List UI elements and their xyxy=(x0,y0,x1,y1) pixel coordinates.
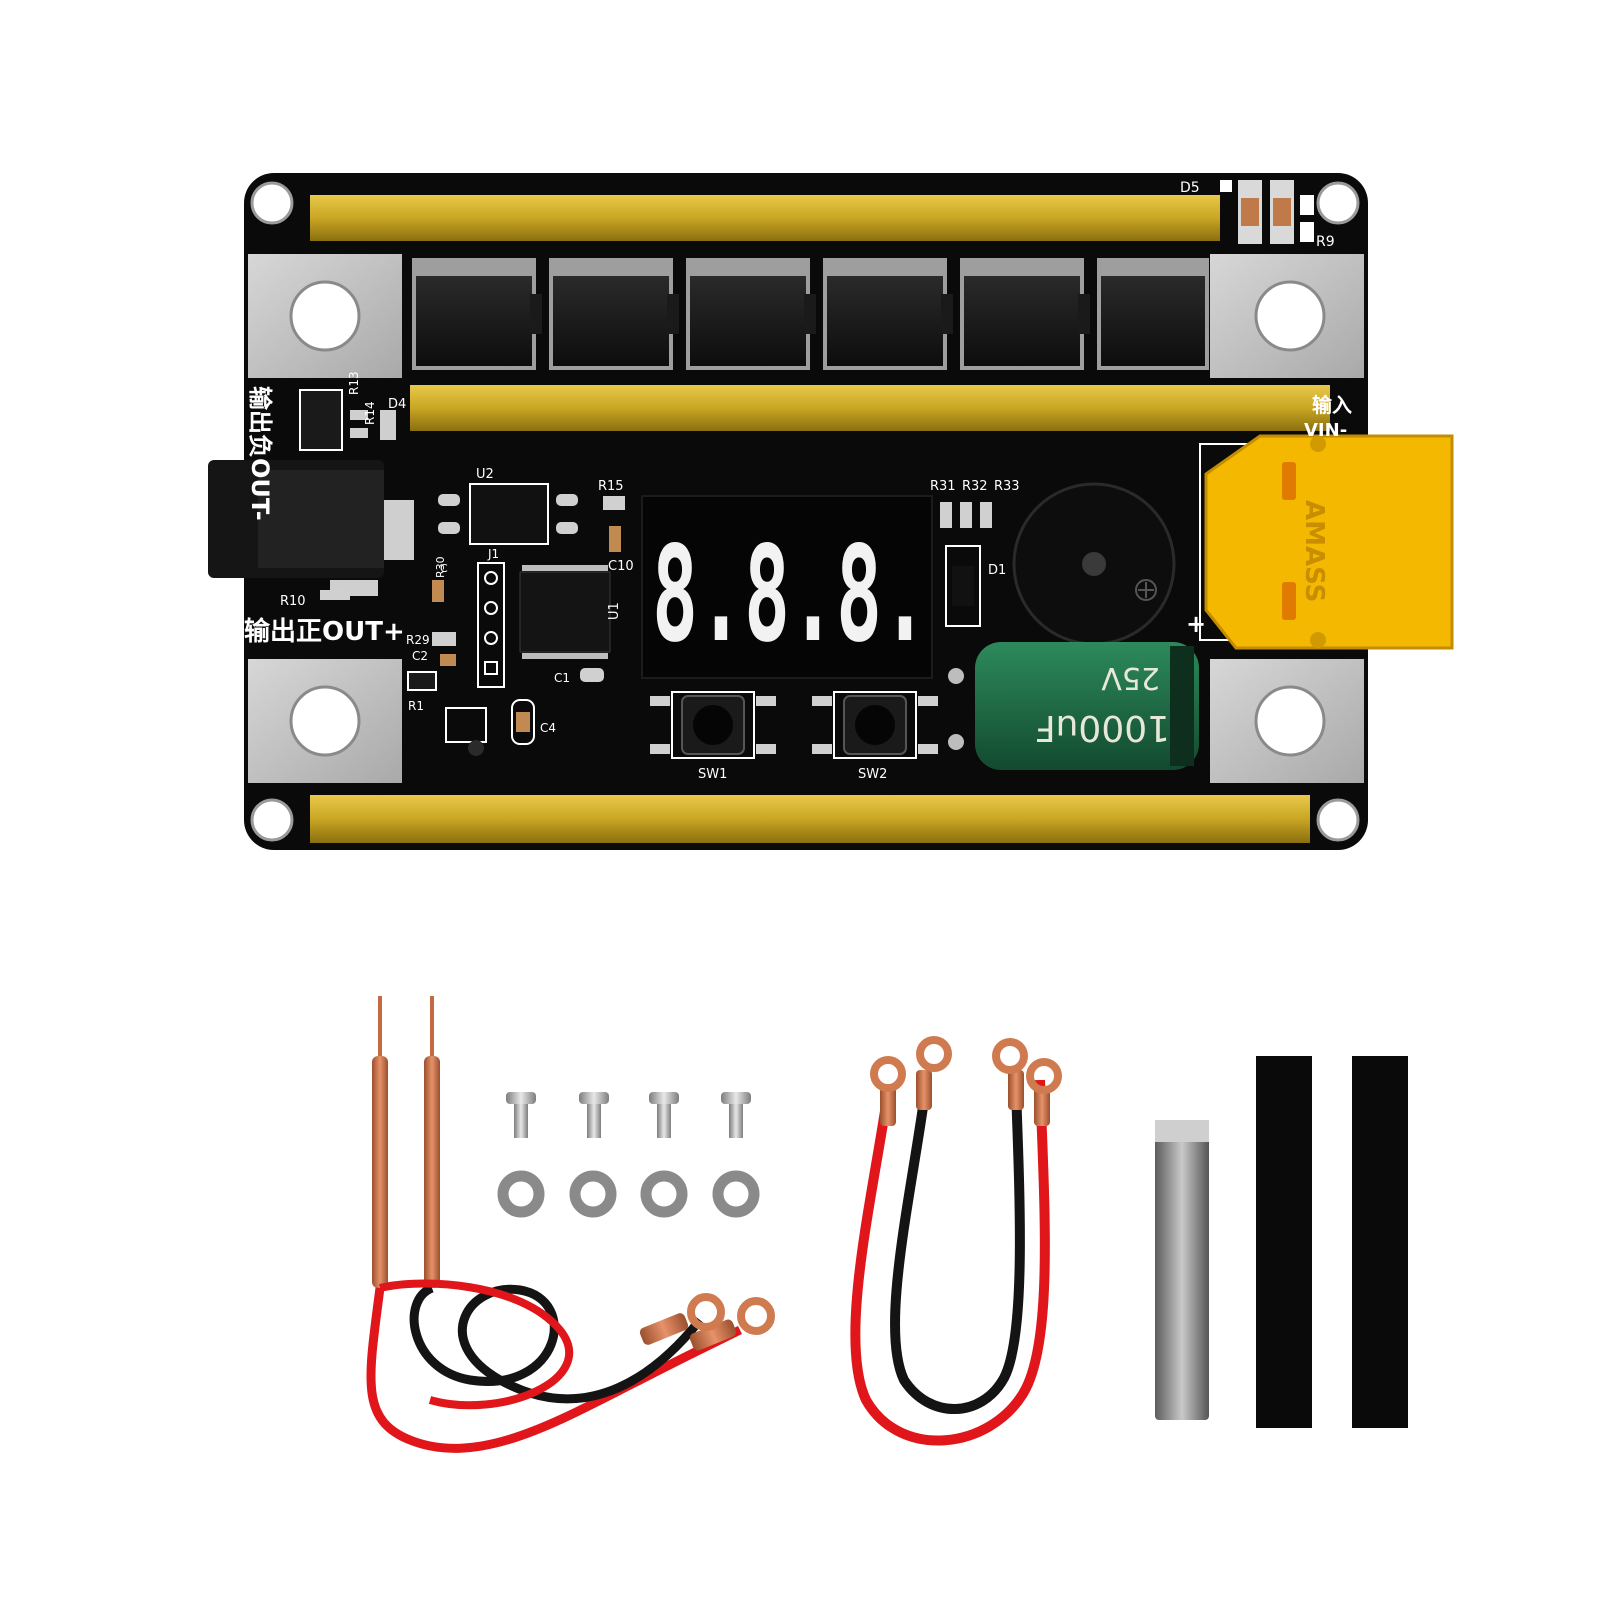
label-out-negative: 输出负OUT- xyxy=(246,386,274,521)
mounting-hole-bottom-right xyxy=(1316,798,1360,842)
label-c2: C2 xyxy=(412,649,428,663)
label-c: C xyxy=(440,562,448,575)
mosfet xyxy=(549,258,679,370)
buzzer xyxy=(1012,482,1176,646)
electrolytic-capacitor: 1000uF 25V xyxy=(975,642,1199,770)
terminal-pad-bottom-right xyxy=(1210,659,1364,783)
label-r31: R31 xyxy=(930,479,956,494)
smd-parts-left-lower xyxy=(320,580,604,756)
screws xyxy=(506,1092,751,1138)
label-u2: U2 xyxy=(476,467,494,482)
label-r13: R13 xyxy=(347,371,361,395)
label-r1: R1 xyxy=(408,699,424,713)
washer xyxy=(569,1170,617,1218)
copper-bar-top xyxy=(310,195,1220,241)
washer xyxy=(712,1170,760,1218)
label-c1: C1 xyxy=(554,671,570,685)
display-readout: 8.8.8. xyxy=(652,518,928,672)
seven-segment-display: 8.8.8. xyxy=(641,495,933,679)
button-sw1[interactable] xyxy=(650,691,776,759)
welding-pen-wires xyxy=(366,996,775,1453)
screw xyxy=(649,1092,679,1138)
battery-cables xyxy=(850,1036,1062,1446)
label-out-positive: 输出正OUT+ xyxy=(244,616,405,647)
screw xyxy=(506,1092,536,1138)
copper-bar-bottom xyxy=(310,795,1310,843)
label-r10: R10 xyxy=(280,594,306,609)
terminal-pad-bottom-left xyxy=(248,659,402,783)
label-sw2: SW2 xyxy=(858,767,887,782)
label-vin-cn: 输入 xyxy=(1312,393,1352,417)
label-u1: U1 xyxy=(607,602,622,620)
dc-barrel-jack xyxy=(208,460,414,596)
washer xyxy=(497,1170,545,1218)
capacitor-c10 xyxy=(609,526,621,552)
washers xyxy=(497,1170,760,1218)
washer xyxy=(640,1170,688,1218)
label-r29: R29 xyxy=(406,633,430,647)
label-r9: R9 xyxy=(1316,234,1335,250)
screw xyxy=(579,1092,609,1138)
label-r33: R33 xyxy=(994,479,1020,494)
label-c4: C4 xyxy=(540,721,556,735)
label-r32: R32 xyxy=(962,479,988,494)
mounting-hole-bottom-left xyxy=(250,798,294,842)
label-vin: VIN- xyxy=(1304,420,1347,441)
chip-u1 xyxy=(519,565,611,659)
label-j1: J1 xyxy=(487,547,499,561)
copper-bar-middle xyxy=(410,385,1330,431)
smd-parts-left xyxy=(299,389,396,451)
cap-rating-voltage: 25V xyxy=(1101,660,1160,695)
mosfet xyxy=(960,258,1090,370)
label-d1: D1 xyxy=(988,563,1006,578)
terminal-pad-top-right xyxy=(1210,254,1364,378)
xt60-connector: AMASS xyxy=(1199,434,1454,650)
button-sw2[interactable] xyxy=(812,691,938,759)
chip-u2 xyxy=(438,483,578,545)
cap-rating-capacitance: 1000uF xyxy=(1035,707,1170,748)
mounting-hole-top-left xyxy=(250,181,294,225)
spot-welder-board: D5 R9 D4 R13 R14 输出负OUT- U2 xyxy=(208,173,1454,850)
connector-brand: AMASS xyxy=(1299,500,1329,602)
label-r15: R15 xyxy=(598,479,624,494)
mosfet xyxy=(823,258,953,370)
smd-parts-top-right xyxy=(1220,180,1314,244)
header-j1 xyxy=(477,562,505,688)
label-d5: D5 xyxy=(1180,180,1200,196)
heat-shrink-tube xyxy=(1352,1056,1408,1428)
terminal-pad-top-left xyxy=(248,254,402,378)
label-r14: R14 xyxy=(363,401,377,425)
mosfet xyxy=(686,258,816,370)
screw xyxy=(721,1092,751,1138)
label-plus: + xyxy=(1186,610,1206,638)
label-r30: R30 xyxy=(434,556,447,578)
mosfet xyxy=(412,258,542,370)
mounting-hole-top-right xyxy=(1316,181,1360,225)
resistor-r15 xyxy=(603,496,625,510)
label-c10: C10 xyxy=(608,559,634,574)
smd-parts-right xyxy=(940,502,992,750)
mosfet-row xyxy=(412,258,1209,370)
mosfet xyxy=(1097,258,1209,370)
label-d4: D4 xyxy=(388,397,406,412)
heat-shrink-tube xyxy=(1256,1056,1312,1428)
nickel-strip xyxy=(1155,1120,1209,1420)
label-sw1: SW1 xyxy=(698,767,727,782)
